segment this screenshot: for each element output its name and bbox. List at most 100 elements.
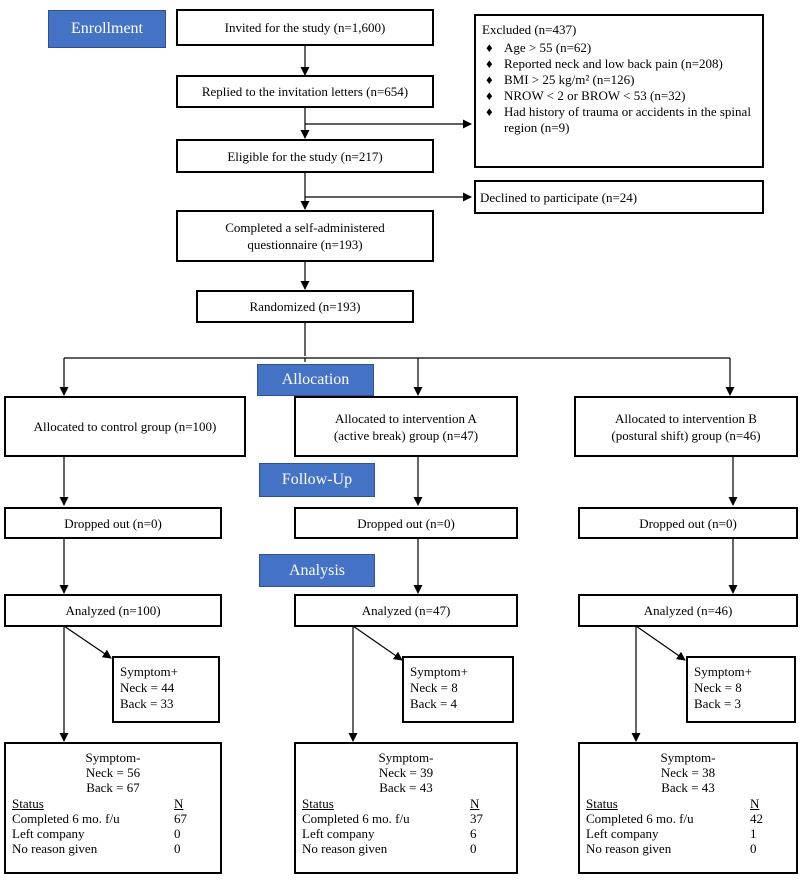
symptom-minus-back: Back = 43 bbox=[379, 780, 433, 795]
excluded-item-text: Reported neck and low back pain (n=208) bbox=[504, 56, 723, 71]
status-table: Status N Completed 6 mo. f/u 67 Left com… bbox=[12, 796, 214, 856]
symptom-plus-control-box: Symptom+ Neck = 44 Back = 33 bbox=[112, 656, 220, 723]
allocated-a-box: Allocated to intervention A (active brea… bbox=[294, 396, 518, 457]
symptom-minus-neck: Neck = 38 bbox=[660, 765, 716, 780]
dropped-b-box: Dropped out (n=0) bbox=[578, 507, 798, 539]
bullet-icon: ♦ bbox=[486, 104, 493, 119]
bullet-icon: ♦ bbox=[486, 72, 493, 87]
symptom-minus-a-box: Symptom- Neck = 39 Back = 43 Status N Co… bbox=[294, 742, 518, 874]
stage-enrollment: Enrollment bbox=[48, 10, 166, 48]
symptom-plus-b-box: Symptom+ Neck = 8 Back = 3 bbox=[686, 656, 796, 723]
status-count: 0 bbox=[174, 826, 181, 841]
n-header: N bbox=[470, 796, 480, 811]
dropped-a-text: Dropped out (n=0) bbox=[357, 515, 455, 531]
table-row: No reason given 0 bbox=[586, 841, 790, 856]
table-header-row: Status N bbox=[12, 796, 214, 811]
symptom-plus-neck: Neck = 44 bbox=[120, 680, 175, 695]
status-label: Left company bbox=[586, 826, 659, 841]
table-row: Completed 6 mo. f/u 67 bbox=[12, 811, 214, 826]
status-count: 42 bbox=[750, 811, 763, 826]
status-header: Status bbox=[586, 796, 618, 811]
status-label: Left company bbox=[302, 826, 375, 841]
excluded-item: ♦Age > 55 (n=62) bbox=[482, 40, 756, 56]
symptom-plus-a-box: Symptom+ Neck = 8 Back = 4 bbox=[402, 656, 514, 723]
allocated-a-text-line1: Allocated to intervention A bbox=[335, 410, 477, 426]
bullet-icon: ♦ bbox=[486, 40, 493, 55]
table-row: Left company 6 bbox=[302, 826, 510, 841]
status-table: Status N Completed 6 mo. f/u 42 Left com… bbox=[586, 796, 790, 856]
symptom-minus-title: Symptom- bbox=[660, 750, 716, 765]
symptom-minus-back: Back = 67 bbox=[86, 780, 140, 795]
table-header-row: Status N bbox=[302, 796, 510, 811]
status-label: Completed 6 mo. f/u bbox=[586, 811, 694, 826]
symptom-plus-back: Back = 33 bbox=[120, 696, 174, 711]
symptom-minus-title: Symptom- bbox=[378, 750, 434, 765]
analyzed-control-text: Analyzed (n=100) bbox=[65, 603, 161, 618]
dropped-a-box: Dropped out (n=0) bbox=[294, 507, 518, 539]
analyzed-b-box: Analyzed (n=46) bbox=[578, 594, 798, 627]
symptom-minus-neck: Neck = 39 bbox=[378, 765, 434, 780]
excluded-item: ♦ NROW < 2 or BROW < 53 (n=32) bbox=[482, 88, 756, 104]
symptom-minus-back: Back = 43 bbox=[661, 780, 715, 795]
table-header-row: Status N bbox=[586, 796, 790, 811]
table-row: Completed 6 mo. f/u 37 bbox=[302, 811, 510, 826]
invited-box: Invited for the study (n=1,600) bbox=[176, 9, 434, 46]
status-label: No reason given bbox=[302, 841, 388, 856]
status-label: No reason given bbox=[12, 841, 98, 856]
status-table: Status N Completed 6 mo. f/u 37 Left com… bbox=[302, 796, 510, 856]
completed-box: Completed a self-administered questionna… bbox=[176, 210, 434, 262]
excluded-title: Excluded (n=437) bbox=[482, 22, 577, 37]
allocated-control-box: Allocated to control group (n=100) bbox=[4, 396, 246, 457]
symptom-minus-title: Symptom- bbox=[85, 750, 141, 765]
symptom-minus-neck: Neck = 56 bbox=[85, 765, 141, 780]
completed-text-line1: Completed a self-administered bbox=[225, 220, 385, 235]
allocated-b-text-line1: Allocated to intervention B bbox=[615, 410, 757, 426]
allocated-control-text: Allocated to control group (n=100) bbox=[33, 419, 217, 434]
analyzed-b-text: Analyzed (n=46) bbox=[643, 603, 733, 618]
n-header: N bbox=[174, 796, 184, 811]
table-row: No reason given 0 bbox=[12, 841, 214, 856]
status-header: Status bbox=[12, 796, 44, 811]
excluded-item: ♦ BMI > 25 kg/m² (n=126) bbox=[482, 72, 756, 88]
excluded-item-text: NROW < 2 or BROW < 53 (n=32) bbox=[504, 88, 686, 103]
excluded-item-text: Had history of trauma or accidents in th… bbox=[504, 104, 751, 135]
stage-analysis: Analysis bbox=[259, 554, 375, 587]
excluded-item-text: BMI > 25 kg/m² (n=126) bbox=[504, 72, 635, 87]
table-row: Completed 6 mo. f/u 42 bbox=[586, 811, 790, 826]
symptom-minus-control-box: Symptom- Neck = 56 Back = 67 Status N Co… bbox=[4, 742, 222, 874]
status-count: 0 bbox=[750, 841, 757, 856]
status-label: Left company bbox=[12, 826, 85, 841]
allocated-a-text-line2: (active break) group (n=47) bbox=[333, 427, 479, 443]
symptom-plus-back: Back = 3 bbox=[694, 696, 742, 711]
excluded-box: Excluded (n=437) ♦Age > 55 (n=62) ♦ Repor… bbox=[474, 14, 764, 168]
bullet-icon: ♦ bbox=[486, 88, 493, 103]
allocated-b-box: Allocated to intervention B (postural sh… bbox=[574, 396, 798, 457]
arrow-b-symptom-plus bbox=[635, 625, 686, 661]
arrow-control-symptom-plus bbox=[63, 625, 112, 659]
table-row: Left company 1 bbox=[586, 826, 790, 841]
dropped-control-box: Dropped out (n=0) bbox=[4, 507, 222, 539]
excluded-list: ♦Age > 55 (n=62) ♦ Reported neck and low … bbox=[482, 40, 756, 136]
symptom-plus-neck: Neck = 8 bbox=[694, 680, 742, 695]
replied-box: Replied to the invitation letters (n=654… bbox=[176, 75, 434, 108]
symptom-minus-b-box: Symptom- Neck = 38 Back = 43 Status N Co… bbox=[578, 742, 798, 874]
status-count: 1 bbox=[750, 826, 757, 841]
status-label: Completed 6 mo. f/u bbox=[302, 811, 410, 826]
arrow-a-symptom-plus bbox=[352, 625, 403, 661]
randomized-text: Randomized (n=193) bbox=[249, 299, 361, 314]
stage-follow-up: Follow-Up bbox=[259, 463, 375, 497]
invited-text: Invited for the study (n=1,600) bbox=[224, 20, 386, 35]
status-header: Status bbox=[302, 796, 334, 811]
status-count: 0 bbox=[174, 841, 181, 856]
allocated-b-text-line2: (postural shift) group (n=46) bbox=[611, 427, 761, 443]
status-count: 67 bbox=[174, 811, 187, 826]
eligible-box: Eligible for the study (n=217) bbox=[176, 139, 434, 173]
excluded-item: ♦ Had history of trauma or accidents in t… bbox=[482, 104, 756, 136]
table-row: No reason given 0 bbox=[302, 841, 510, 856]
completed-text-line2: questionnaire (n=193) bbox=[247, 237, 363, 252]
symptom-plus-back: Back = 4 bbox=[410, 696, 458, 711]
analyzed-a-text: Analyzed (n=47) bbox=[361, 603, 451, 618]
n-header: N bbox=[750, 796, 760, 811]
